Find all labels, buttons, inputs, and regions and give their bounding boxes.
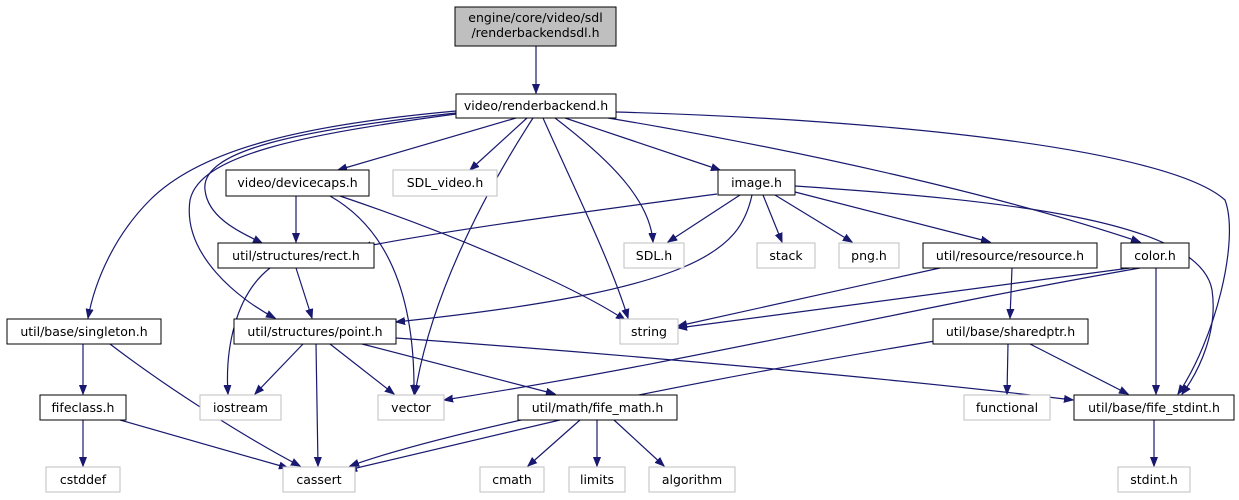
edge-image-sdl <box>668 194 741 242</box>
node-renderbackend[interactable]: video/renderbackend.h <box>455 93 617 119</box>
node-iostream[interactable]: iostream <box>199 394 282 421</box>
node-stdint[interactable]: stdint.h <box>1117 466 1191 493</box>
node-sdl-video[interactable]: SDL_video.h <box>392 169 498 197</box>
edge-color-string <box>678 267 1131 328</box>
node-label: util/structures/rect.h <box>232 248 360 263</box>
edge-resource-string <box>678 267 941 326</box>
node-label: util/structures/point.h <box>247 324 382 339</box>
node-label: util/base/singleton.h <box>20 324 147 339</box>
edges <box>83 46 1231 470</box>
node-string[interactable]: string <box>619 318 679 345</box>
edge-color-vector <box>444 267 1141 400</box>
node-sharedptr[interactable]: util/base/sharedptr.h <box>932 318 1089 345</box>
node-fifeclass[interactable]: fifeclass.h <box>39 394 127 421</box>
edge-fife-math-cmath <box>528 419 581 466</box>
node-label: stdint.h <box>1130 472 1178 487</box>
node-label: fifeclass.h <box>52 400 115 415</box>
edge-image-stack <box>762 194 783 242</box>
node-label: cmath <box>492 472 532 487</box>
edge-renderbackend-point <box>188 113 457 318</box>
node-label: algorithm <box>662 472 722 487</box>
node-renderbackendsdl[interactable]: engine/core/video/sdl /renderbackendsdl.… <box>454 6 617 47</box>
node-fife-stdint[interactable]: util/base/fife_stdint.h <box>1073 394 1235 421</box>
nodes: engine/core/video/sdl /renderbackendsdl.… <box>6 6 1235 493</box>
node-label: limits <box>580 472 614 487</box>
node-label: util/math/fife_math.h <box>532 400 664 415</box>
node-stack[interactable]: stack <box>756 242 816 269</box>
edge-devicecaps-string <box>339 195 625 320</box>
node-label: util/base/fife_stdint.h <box>1088 400 1220 415</box>
node-label: util/resource/resource.h <box>936 248 1084 263</box>
node-functional[interactable]: functional <box>963 394 1051 421</box>
node-singleton[interactable]: util/base/singleton.h <box>6 318 162 345</box>
node-point[interactable]: util/structures/point.h <box>233 318 397 345</box>
edge-renderbackend-color <box>607 117 1140 242</box>
edge-image-resource <box>794 191 990 242</box>
node-fife-math[interactable]: util/math/fife_math.h <box>517 394 678 421</box>
edge-renderbackend-sdl-video <box>470 117 528 170</box>
edge-point-cassert <box>316 343 318 466</box>
node-label: SDL_video.h <box>407 175 484 190</box>
node-cassert[interactable]: cassert <box>282 466 356 493</box>
edge-sharedptr-fife-stdint <box>1029 343 1128 394</box>
node-label: util/base/sharedptr.h <box>946 324 1075 339</box>
node-label: vector <box>391 400 432 415</box>
node-label: engine/core/video/sdl <box>468 10 602 25</box>
edge-image-fife-stdint <box>794 185 1214 394</box>
node-rect[interactable]: util/structures/rect.h <box>217 242 375 269</box>
node-sdl[interactable]: SDL.h <box>623 242 685 269</box>
node-label: SDL.h <box>636 248 672 263</box>
node-algorithm[interactable]: algorithm <box>648 466 736 493</box>
edge-renderbackend-vector <box>415 117 534 394</box>
node-devicecaps[interactable]: video/devicecaps.h <box>225 169 370 197</box>
edge-renderbackend-sdl <box>554 117 653 242</box>
node-cmath[interactable]: cmath <box>479 466 545 493</box>
edge-renderbackend-singleton <box>88 110 457 318</box>
edge-renderbackend-string <box>542 117 628 318</box>
node-limits[interactable]: limits <box>568 466 626 493</box>
node-label: cassert <box>296 472 341 487</box>
node-png[interactable]: png.h <box>838 242 900 269</box>
edge-resource-sharedptr <box>1010 267 1012 318</box>
edge-renderbackend-image <box>564 117 720 170</box>
edge-point-iostream <box>255 343 304 394</box>
node-label: string <box>631 324 667 339</box>
edge-renderbackend-devicecaps <box>338 117 517 170</box>
node-color[interactable]: color.h <box>1120 242 1190 269</box>
node-label: cstddef <box>60 472 107 487</box>
node-cstddef[interactable]: cstddef <box>45 466 121 493</box>
edge-rect-point <box>295 267 312 318</box>
node-vector[interactable]: vector <box>377 394 445 421</box>
edge-fife-math-algorithm <box>613 419 664 466</box>
node-resource[interactable]: util/resource/resource.h <box>922 242 1098 269</box>
edge-fife-math-cassert <box>348 419 561 470</box>
edge-point-vector <box>329 343 394 394</box>
edge-point-fife-math <box>361 343 555 394</box>
node-label: functional <box>976 400 1038 415</box>
node-label: iostream <box>213 400 268 415</box>
edge-image-png <box>774 194 852 242</box>
edge-image-rect <box>362 193 718 247</box>
edge-renderbackend-fife-stdint <box>615 111 1231 394</box>
node-label: png.h <box>851 248 887 263</box>
edge-devicecaps-vector <box>329 195 414 394</box>
node-label: stack <box>769 248 803 263</box>
node-label: color.h <box>1134 248 1176 263</box>
node-label: video/devicecaps.h <box>237 175 357 190</box>
node-image[interactable]: image.h <box>717 169 796 196</box>
edge-renderbackend-rect <box>204 112 457 243</box>
edge-point-fife-stdint <box>395 337 1073 400</box>
node-label: video/renderbackend.h <box>464 98 608 113</box>
edge-sharedptr-functional <box>1007 343 1008 394</box>
edge-fifeclass-cassert <box>119 419 288 468</box>
node-label: /renderbackendsdl.h <box>471 25 599 40</box>
node-label: image.h <box>731 175 782 190</box>
